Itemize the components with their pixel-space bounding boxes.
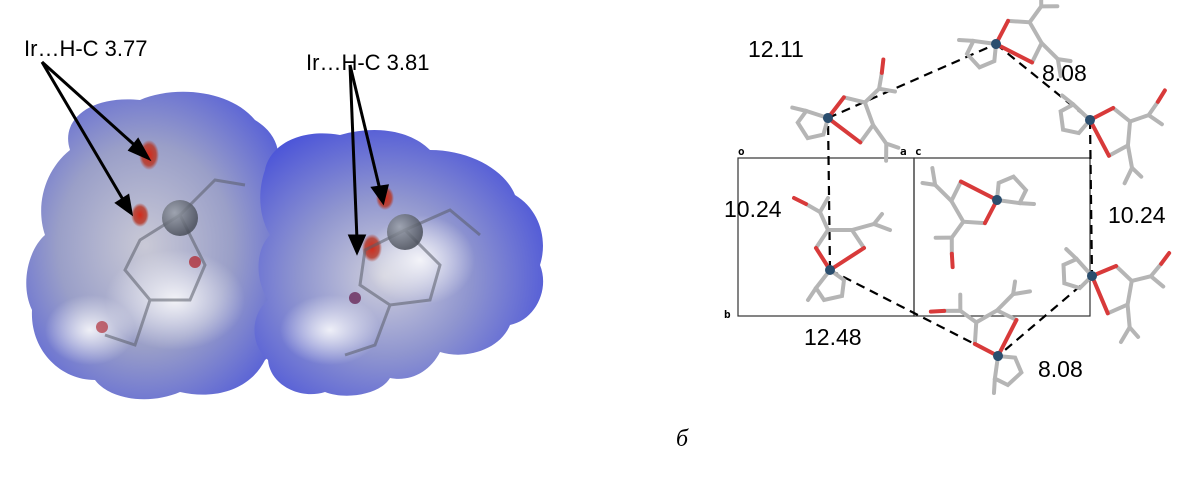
pointer-arrows xyxy=(40,60,389,256)
oxygen-atom xyxy=(189,256,201,268)
oxygen-atom xyxy=(96,321,108,333)
surface-pale-region xyxy=(45,295,135,365)
crystal-packing-panel xyxy=(737,0,1172,402)
surface-pale-region xyxy=(280,295,380,365)
cell-axis-origin: o xyxy=(738,145,745,158)
contact-label-1: Ir…H-C 3.77 xyxy=(24,36,148,61)
molecule-lower-left xyxy=(792,196,892,302)
distance-label-bottom-left: 12.48 xyxy=(804,324,862,350)
cell-axis-c: c xyxy=(915,145,922,158)
panel-letter: б xyxy=(676,426,689,452)
contact-hotspot xyxy=(139,140,159,170)
distance-label-left: 10.24 xyxy=(724,196,782,222)
hirshfeld-surface-panel xyxy=(26,60,544,400)
unit-cell-frame xyxy=(737,157,1091,317)
cell-axis-b: b xyxy=(724,308,731,321)
molecule-center xyxy=(902,131,1043,270)
distance-label-bottom-right: 8.08 xyxy=(1038,356,1083,382)
contact-hotspot xyxy=(131,203,149,227)
distance-label-right: 10.24 xyxy=(1108,202,1166,228)
molecule-lower-right xyxy=(1050,233,1172,350)
distance-label-top-left: 12.11 xyxy=(748,36,804,62)
molecule-upper-left xyxy=(785,57,919,187)
molecule-skeleton xyxy=(104,178,481,357)
molecule-upper-right xyxy=(1052,79,1167,189)
distance-label-top-right: 8.08 xyxy=(1042,60,1087,86)
contact-label-2: Ir…H-C 3.81 xyxy=(306,50,430,75)
oxygen-atom xyxy=(349,292,361,304)
ir-atom xyxy=(387,214,423,250)
cell-axis-a: a xyxy=(900,145,907,158)
ir-atom xyxy=(162,200,198,236)
